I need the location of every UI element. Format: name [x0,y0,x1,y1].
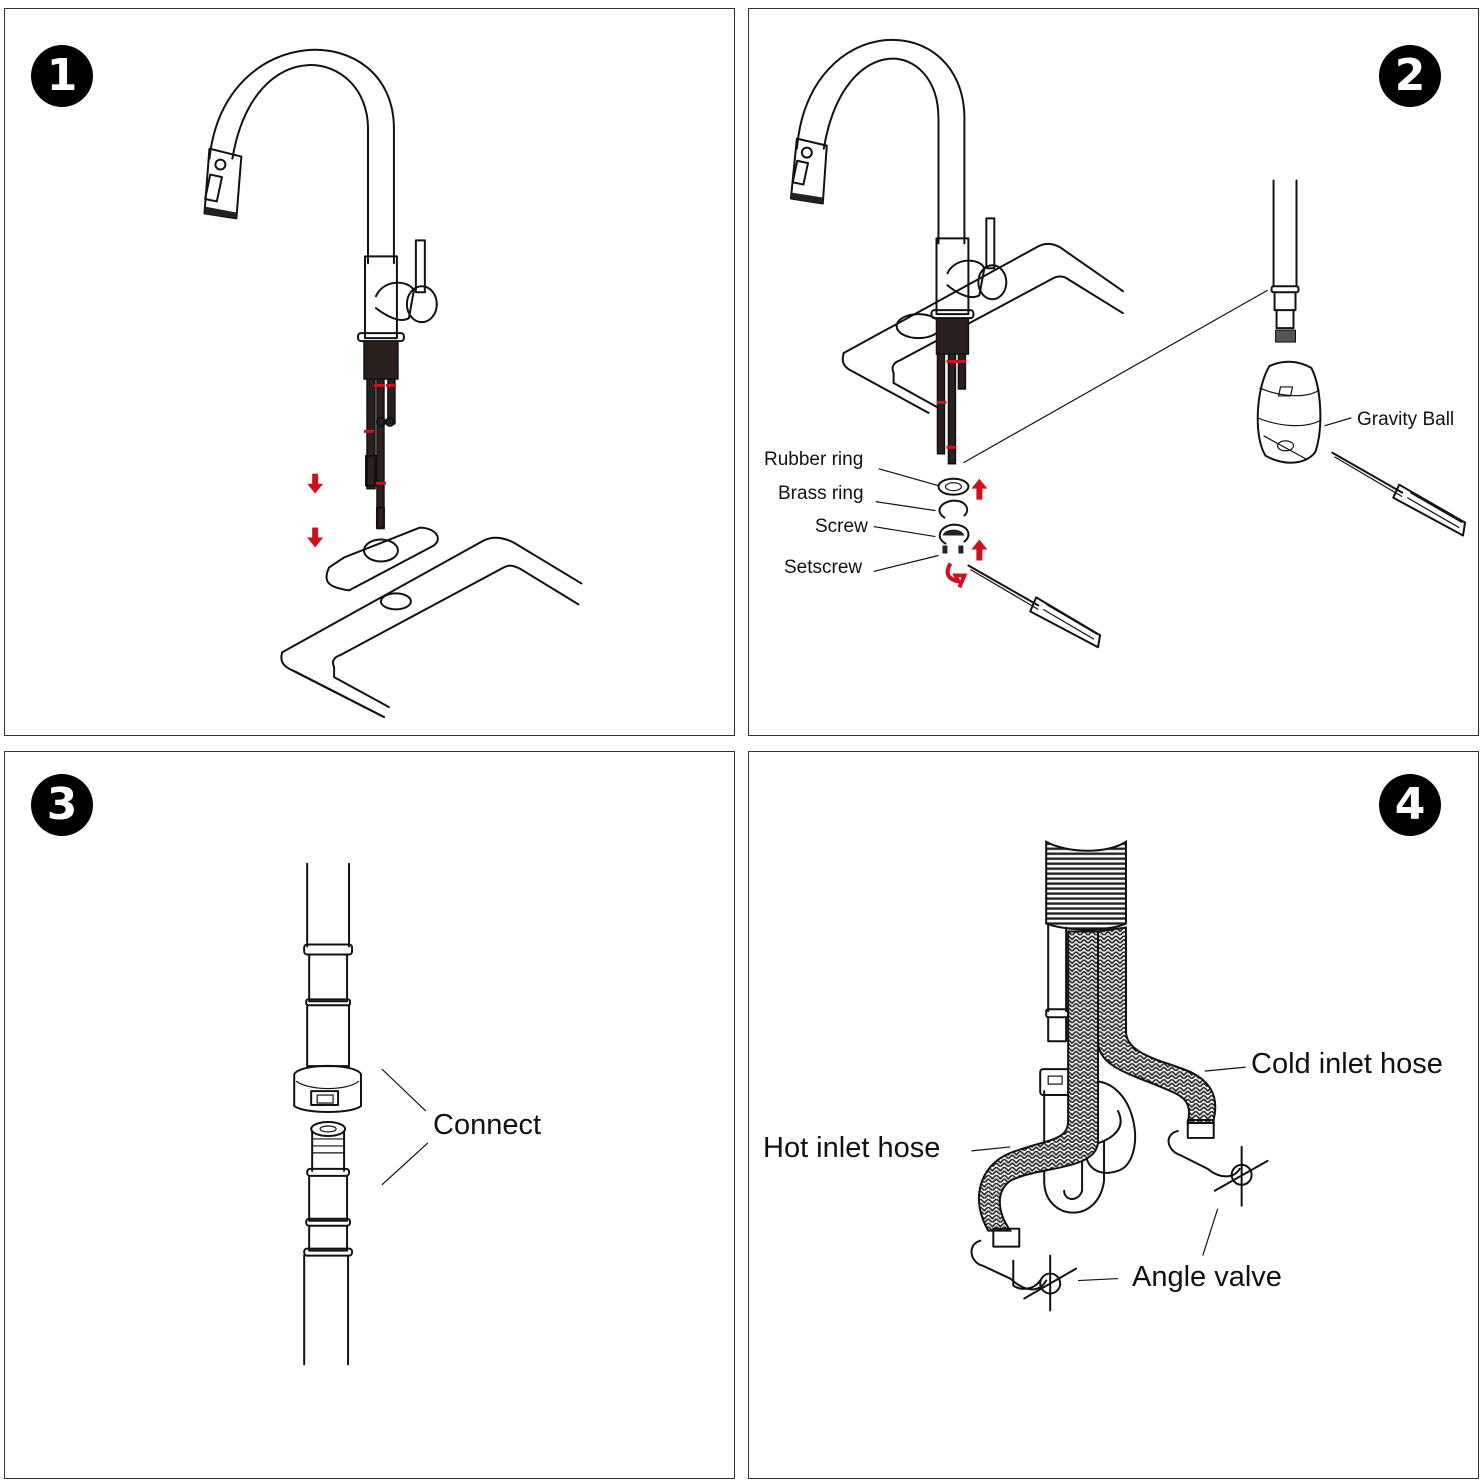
step-number-badge: 2 [1379,45,1441,107]
threaded-shank [1045,839,1127,931]
deck-plate [325,526,439,592]
cold-inlet-hose-label: Cold inlet hose [1251,1048,1443,1080]
label-leader-lines [971,1066,1246,1282]
step-2-illustration [789,38,1467,649]
gravity-ball [1256,360,1352,464]
screwdriver-icon [1331,451,1467,537]
screwdriver-icon [967,564,1102,649]
parts-stack [937,477,970,554]
hot-inlet-hose-label: Hot inlet hose [763,1132,941,1164]
brass-ring-label: Brass ring [778,483,864,504]
faucet [789,38,1008,465]
connect-label: Connect [433,1109,542,1141]
down-arrow-icon [307,473,324,548]
callout-line [963,289,1268,464]
up-arrow-icon [971,478,988,561]
lower-hose-connector [303,1120,354,1366]
setscrew-label: Setscrew [784,557,863,578]
step-number-badge: 1 [31,45,93,107]
screw-label: Screw [815,516,868,537]
step-3-illustration [293,862,429,1366]
label-leader-lines [873,468,939,573]
step-number-badge: 3 [31,774,93,836]
angle-valve-label: Angle valve [1132,1261,1282,1293]
step-1-illustration [203,48,583,719]
faucet [203,48,438,530]
pull-out-hose [1270,179,1300,343]
rubber-ring-label: Rubber ring [764,449,864,470]
step-3-panel: 3 Connect [4,751,735,1479]
cold-inlet-hose [1097,926,1217,1124]
step-4-panel: 4 Cold inlet hose Hot inlet hose Angle v… [748,751,1479,1479]
angle-valve [970,1227,1078,1312]
step-4-illustration [970,839,1269,1312]
gravity-ball-label: Gravity Ball [1357,409,1455,430]
sink [280,536,583,719]
rotate-arrow-icon [945,562,968,589]
upper-hose-connector [293,862,363,1113]
label-leader-lines [381,1068,429,1186]
hot-inlet-hose [977,930,1100,1232]
angle-valve [1167,1118,1269,1207]
step-1-panel: 1 [4,8,735,736]
step-number-badge: 4 [1379,774,1441,836]
step-2-panel: 2 Rubber ring Brass ring Screw Setscrew … [748,8,1479,736]
